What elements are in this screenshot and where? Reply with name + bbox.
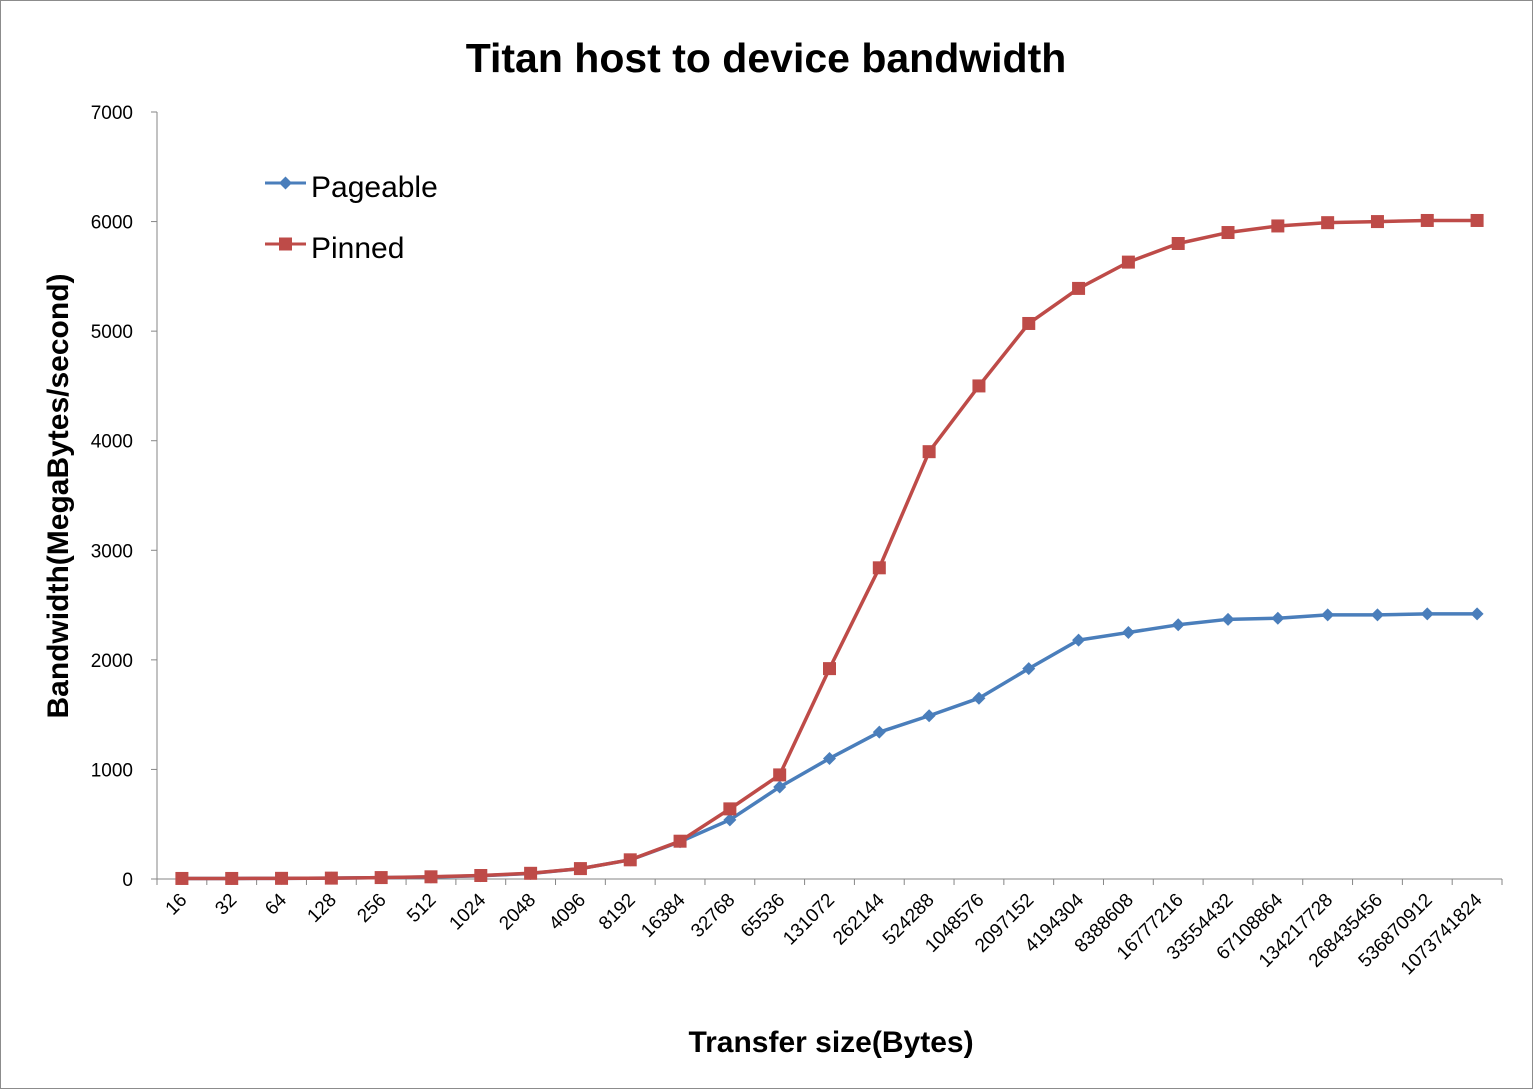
data-point-pageable <box>773 780 787 794</box>
series-pageable <box>175 607 1484 885</box>
data-point-pinned <box>1072 281 1086 295</box>
data-point-pinned <box>922 445 936 459</box>
y-tick-label: 1000 <box>91 760 133 781</box>
x-tick-label: 16 <box>162 890 192 920</box>
series-line-pinned <box>181 218 1478 881</box>
x-tick-label: 8192 <box>595 890 640 935</box>
x-tick-label: 256 <box>353 890 390 927</box>
data-point-pinned <box>573 862 587 876</box>
data-point-pinned <box>723 802 737 816</box>
data-point-pinned <box>623 853 637 867</box>
data-point-pinned <box>1321 216 1335 230</box>
data-point-pageable <box>1171 618 1185 632</box>
data-point-pageable <box>1121 625 1135 639</box>
y-tick-label: 5000 <box>91 322 133 343</box>
data-point-pinned <box>1171 236 1185 250</box>
data-point-pageable <box>823 751 836 765</box>
data-point-pinned <box>1470 213 1484 227</box>
x-tick-label: 32 <box>211 890 241 920</box>
y-axis-title: Bandwidth(MegaBytes/second) <box>42 273 75 718</box>
data-point-pageable <box>1420 607 1434 621</box>
data-point-pageable <box>1370 608 1384 622</box>
data-point-pinned <box>1370 215 1384 229</box>
data-point-pageable <box>1271 611 1285 625</box>
y-tick-label: 7000 <box>91 103 133 124</box>
series-layer <box>175 213 1484 885</box>
data-point-pageable <box>1072 633 1086 647</box>
x-tick-label: 262144 <box>829 889 889 949</box>
y-tick-label: 0 <box>122 870 133 891</box>
data-point-pinned <box>872 561 886 575</box>
legend-item-pageable: Pageable <box>265 171 438 204</box>
x-axis-title: Transfer size(Bytes) <box>688 1026 973 1059</box>
legend-marker-pageable <box>279 176 292 190</box>
data-point-pinned <box>474 868 488 882</box>
y-tick-label: 2000 <box>91 651 133 672</box>
y-axis-ticks: 0 1000 2000 3000 4000 5000 6000 7000 <box>91 103 157 891</box>
data-point-pinned <box>1022 316 1036 330</box>
data-point-pinned <box>324 871 338 885</box>
data-point-pageable <box>922 709 936 723</box>
x-tick-label: 2048 <box>495 890 540 935</box>
data-point-pinned <box>823 662 836 676</box>
legend-marker-pinned <box>279 237 292 251</box>
data-point-pinned <box>1271 219 1285 233</box>
data-point-pinned <box>275 871 289 885</box>
data-point-pageable <box>972 691 986 705</box>
series-pinned <box>175 213 1484 885</box>
data-point-pinned <box>773 768 787 782</box>
series-line-pageable <box>181 612 1478 881</box>
y-tick-label: 6000 <box>91 213 133 234</box>
data-point-pinned <box>175 871 189 885</box>
x-tick-label: 512 <box>403 890 440 927</box>
x-tick-label: 64 <box>261 889 291 919</box>
legend-label-pageable: Pageable <box>311 171 438 204</box>
legend: Pageable Pinned <box>265 171 438 265</box>
x-tick-label: 16384 <box>637 889 690 942</box>
x-tick-label: 128 <box>304 890 341 927</box>
data-point-pageable <box>872 725 886 739</box>
data-point-pinned <box>1420 213 1434 227</box>
legend-item-pinned: Pinned <box>265 232 404 265</box>
x-tick-label: 32768 <box>687 890 739 942</box>
data-point-pinned <box>225 871 239 885</box>
data-point-pinned <box>1121 255 1135 269</box>
y-tick-label: 4000 <box>91 432 133 453</box>
x-tick-label: 131072 <box>779 890 839 950</box>
data-point-pinned <box>972 379 986 393</box>
data-point-pinned <box>374 871 388 885</box>
data-point-pinned <box>524 866 538 880</box>
data-point-pageable <box>1022 662 1036 676</box>
data-point-pageable <box>1470 607 1484 621</box>
data-point-pageable <box>1221 612 1235 626</box>
y-tick-label: 3000 <box>91 541 133 562</box>
legend-label-pinned: Pinned <box>311 232 404 265</box>
data-point-pageable <box>1321 608 1335 622</box>
data-point-pinned <box>1221 226 1235 240</box>
data-point-pinned <box>673 834 687 848</box>
data-point-pageable <box>723 813 737 827</box>
x-tick-label: 4096 <box>545 890 590 935</box>
x-tick-label: 1024 <box>446 889 491 934</box>
data-point-pinned <box>424 870 438 884</box>
chart-title: Titan host to device bandwidth <box>466 35 1067 81</box>
